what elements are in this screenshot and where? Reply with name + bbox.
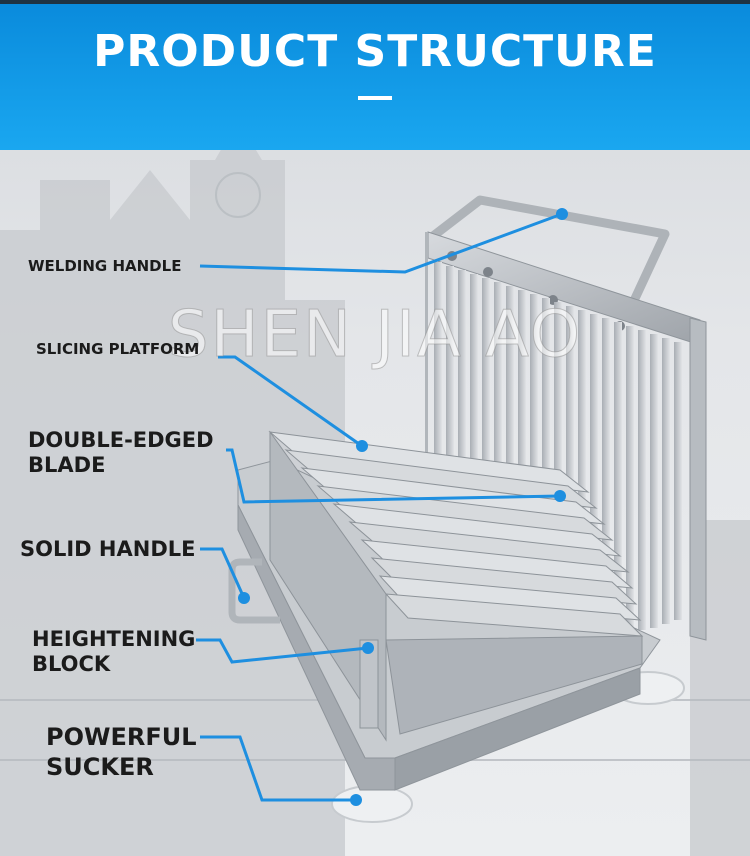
slicing-platform-slats [268, 431, 644, 637]
background-city-illustration [0, 150, 750, 856]
label-double-edged-blade-line1: DOUBLE-EDGED [28, 428, 214, 452]
label-heightening-block-line2: BLOCK [32, 652, 111, 676]
sucker-front [331, 785, 413, 823]
brand-watermark: SHEN JIA AO [167, 298, 583, 373]
page-title: PRODUCT STRUCTURE [93, 26, 657, 77]
vertical-blades [434, 262, 682, 634]
callout-dots [238, 208, 568, 806]
label-slicing-platform: SLICING PLATFORM [36, 340, 200, 358]
label-powerful-sucker-line2: SUCKER [46, 753, 154, 781]
label-solid-handle: SOLID HANDLE [20, 537, 196, 561]
label-heightening-block: HEIGHTENING BLOCK [32, 627, 195, 677]
label-powerful-sucker: POWERFUL SUCKER [46, 722, 197, 782]
label-double-edged-blade-line2: BLADE [28, 453, 106, 477]
welding-handle-bar [425, 195, 670, 307]
solid-handle-bar [228, 558, 280, 624]
title-underline [358, 96, 392, 100]
label-double-edged-blade: DOUBLE-EDGED BLADE [28, 428, 214, 478]
label-heightening-block-line1: HEIGHTENING [32, 627, 196, 651]
callout-lines [196, 212, 563, 802]
heightening-block [359, 639, 379, 729]
label-powerful-sucker-line1: POWERFUL [46, 723, 197, 751]
header-banner: PRODUCT STRUCTURE [0, 0, 750, 150]
label-welding-handle: WELDING HANDLE [28, 257, 182, 275]
